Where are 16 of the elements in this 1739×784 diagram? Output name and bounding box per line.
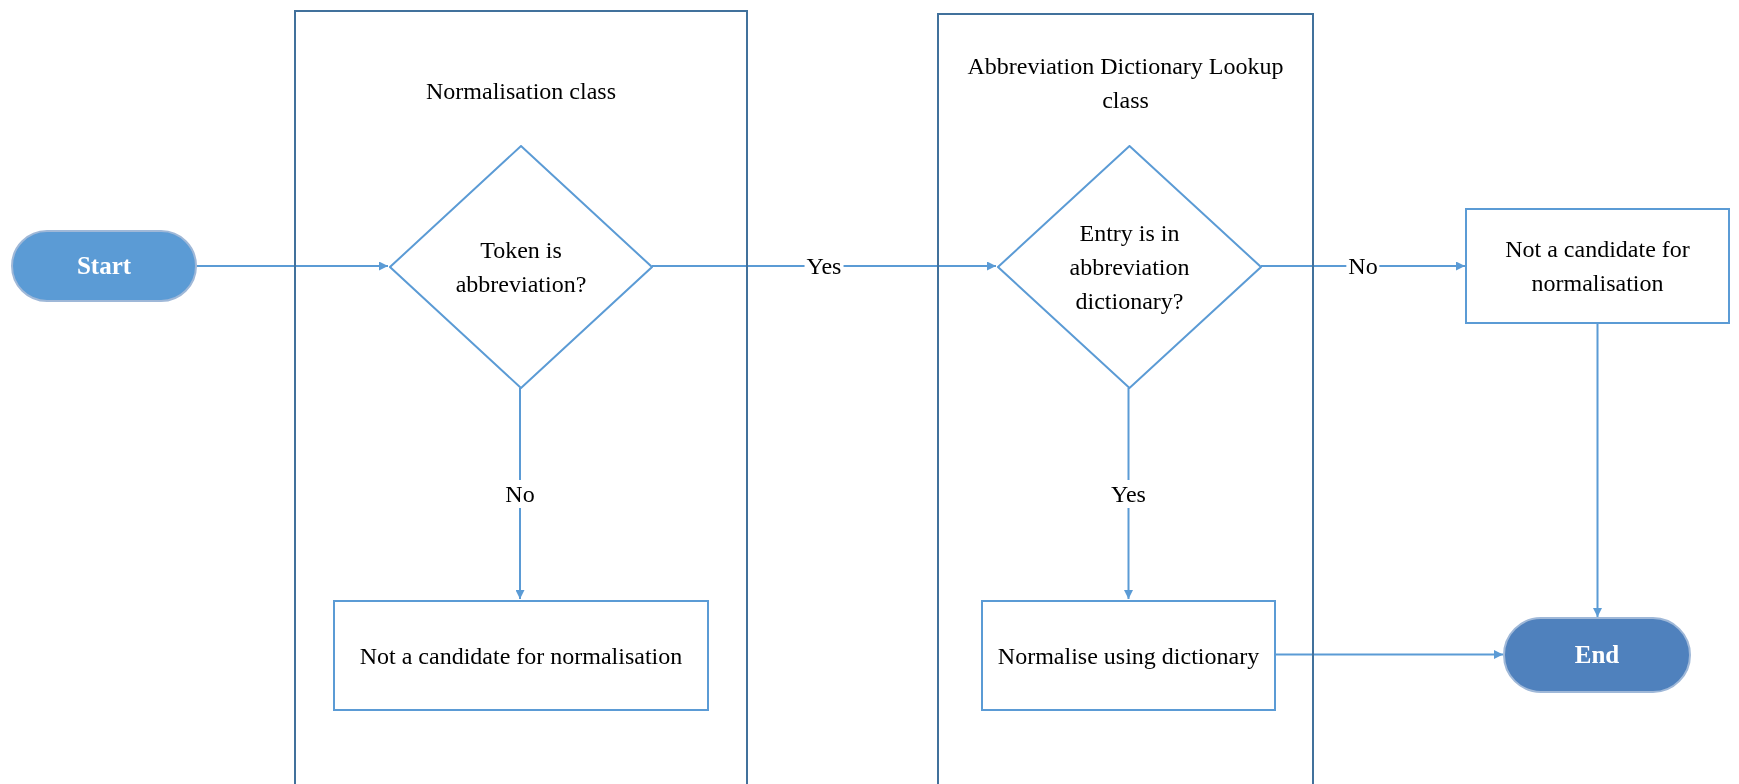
process-box: Normalise using dictionary: [981, 600, 1276, 711]
panel-title: Abbreviation Dictionary Lookup class: [966, 52, 1285, 115]
class-panel: [937, 13, 1314, 784]
decision-diamond: Entry is in abbreviation dictionary?: [997, 145, 1262, 389]
edge-label: Yes: [1109, 479, 1148, 508]
terminal-pill: Start: [11, 230, 197, 302]
arrow: [1593, 323, 1602, 618]
terminal-pill: End: [1503, 617, 1691, 693]
arrow: [651, 261, 997, 271]
process-box: Not a candidate for normalisation: [333, 600, 709, 711]
class-panel: [294, 10, 748, 784]
edge-label: No: [503, 479, 537, 508]
panel-title: Normalisation class: [426, 77, 616, 106]
process-box: Not a candidate for normalisation: [1465, 208, 1730, 324]
decision-diamond: Token is abbreviation?: [389, 145, 653, 389]
arrow: [196, 261, 389, 271]
